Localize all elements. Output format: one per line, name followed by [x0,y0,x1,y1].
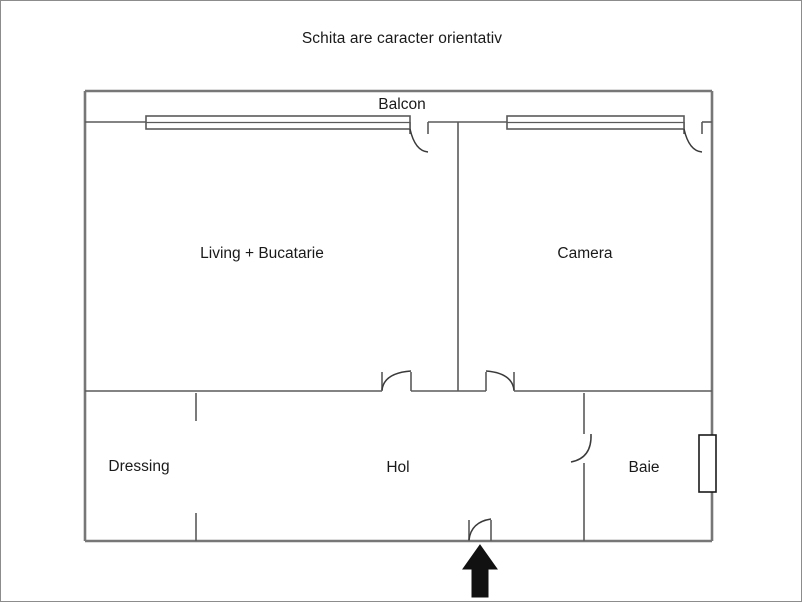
living-hall-door [381,370,412,391]
room-label-balcon: Balcon [378,96,426,113]
page-title: Schita are caracter orientativ [301,30,503,47]
room-label-baie: Baie [628,459,660,476]
entrance-arrow [462,544,498,598]
entrance-door [468,518,492,541]
balcony-glazing-right [506,115,685,130]
room-label-dressing: Dressing [108,458,170,475]
balcony-door-left [409,128,429,153]
baie-door [570,433,592,463]
room-label-hol: Hol [386,459,410,476]
balcony-door-right [683,128,703,153]
room-label-camera: Camera [557,245,613,262]
camera-hall-door [485,370,515,391]
baie-window [698,434,717,493]
balcony-glazing-left [145,115,411,130]
room-label-living: Living + Bucatarie [200,245,324,262]
